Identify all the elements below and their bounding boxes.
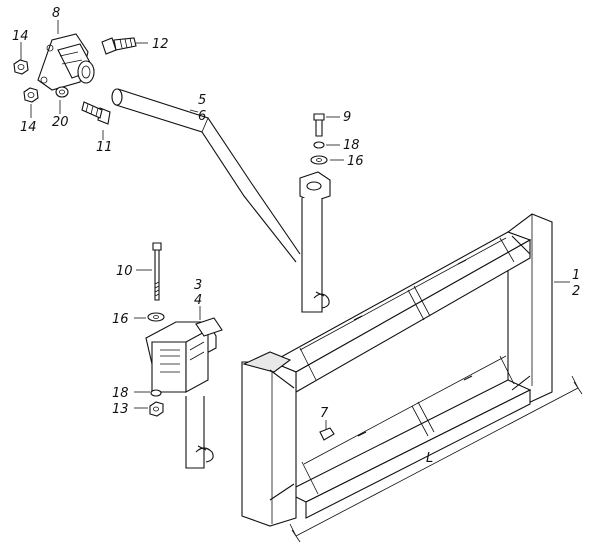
label-part-12: 12	[152, 37, 169, 52]
mounting-bracket-part	[37, 33, 95, 91]
bent-tube-arm-part	[111, 88, 301, 263]
lock-washer-part-right	[313, 141, 325, 149]
label-part-9: 9	[343, 110, 351, 125]
long-bolt-part	[152, 242, 162, 301]
label-dimension-L: L	[426, 451, 433, 466]
lock-washer-part-left	[150, 389, 162, 397]
flat-washer-part-right	[310, 155, 328, 165]
label-part-10: 10	[116, 264, 133, 279]
callout-labels: 8 14 12 14 20 11 5 6 9 18 16 10 3 4 16 1…	[12, 6, 580, 466]
label-part-14b: 14	[20, 120, 37, 135]
label-part-20: 20	[52, 115, 69, 130]
label-part-18a: 18	[343, 138, 360, 153]
pin-part	[319, 427, 335, 441]
label-part-18b: 18	[112, 386, 129, 401]
label-part-16b: 16	[112, 312, 129, 327]
flat-washer-part-left	[147, 312, 165, 322]
label-part-2: 2	[572, 284, 580, 299]
label-part-4: 4	[194, 293, 202, 308]
label-part-8: 8	[52, 6, 60, 21]
vertical-post-left	[185, 396, 214, 469]
label-part-13: 13	[112, 402, 129, 417]
vertical-post-right	[299, 171, 331, 313]
washer-part-left	[55, 86, 69, 98]
hex-nut-part	[149, 401, 164, 417]
label-part-5: 5	[198, 93, 206, 108]
dimension-line-L	[289, 375, 583, 543]
label-part-6: 6	[198, 109, 206, 124]
label-part-3: 3	[194, 278, 202, 293]
label-part-14a: 14	[12, 29, 29, 44]
label-part-7: 7	[320, 406, 329, 421]
clamp-bracket-part	[145, 317, 223, 393]
bolt-part-small	[313, 113, 325, 137]
label-part-16a: 16	[347, 154, 364, 169]
label-part-11: 11	[96, 140, 113, 155]
leader-lines	[20, 20, 570, 430]
label-part-1: 1	[572, 268, 580, 283]
bolt-part-angled	[81, 101, 111, 125]
bolt-part-top	[101, 37, 137, 55]
nut-part-bottom	[23, 87, 39, 103]
rectangular-frame-part	[241, 213, 553, 527]
nut-part-top	[13, 59, 29, 75]
